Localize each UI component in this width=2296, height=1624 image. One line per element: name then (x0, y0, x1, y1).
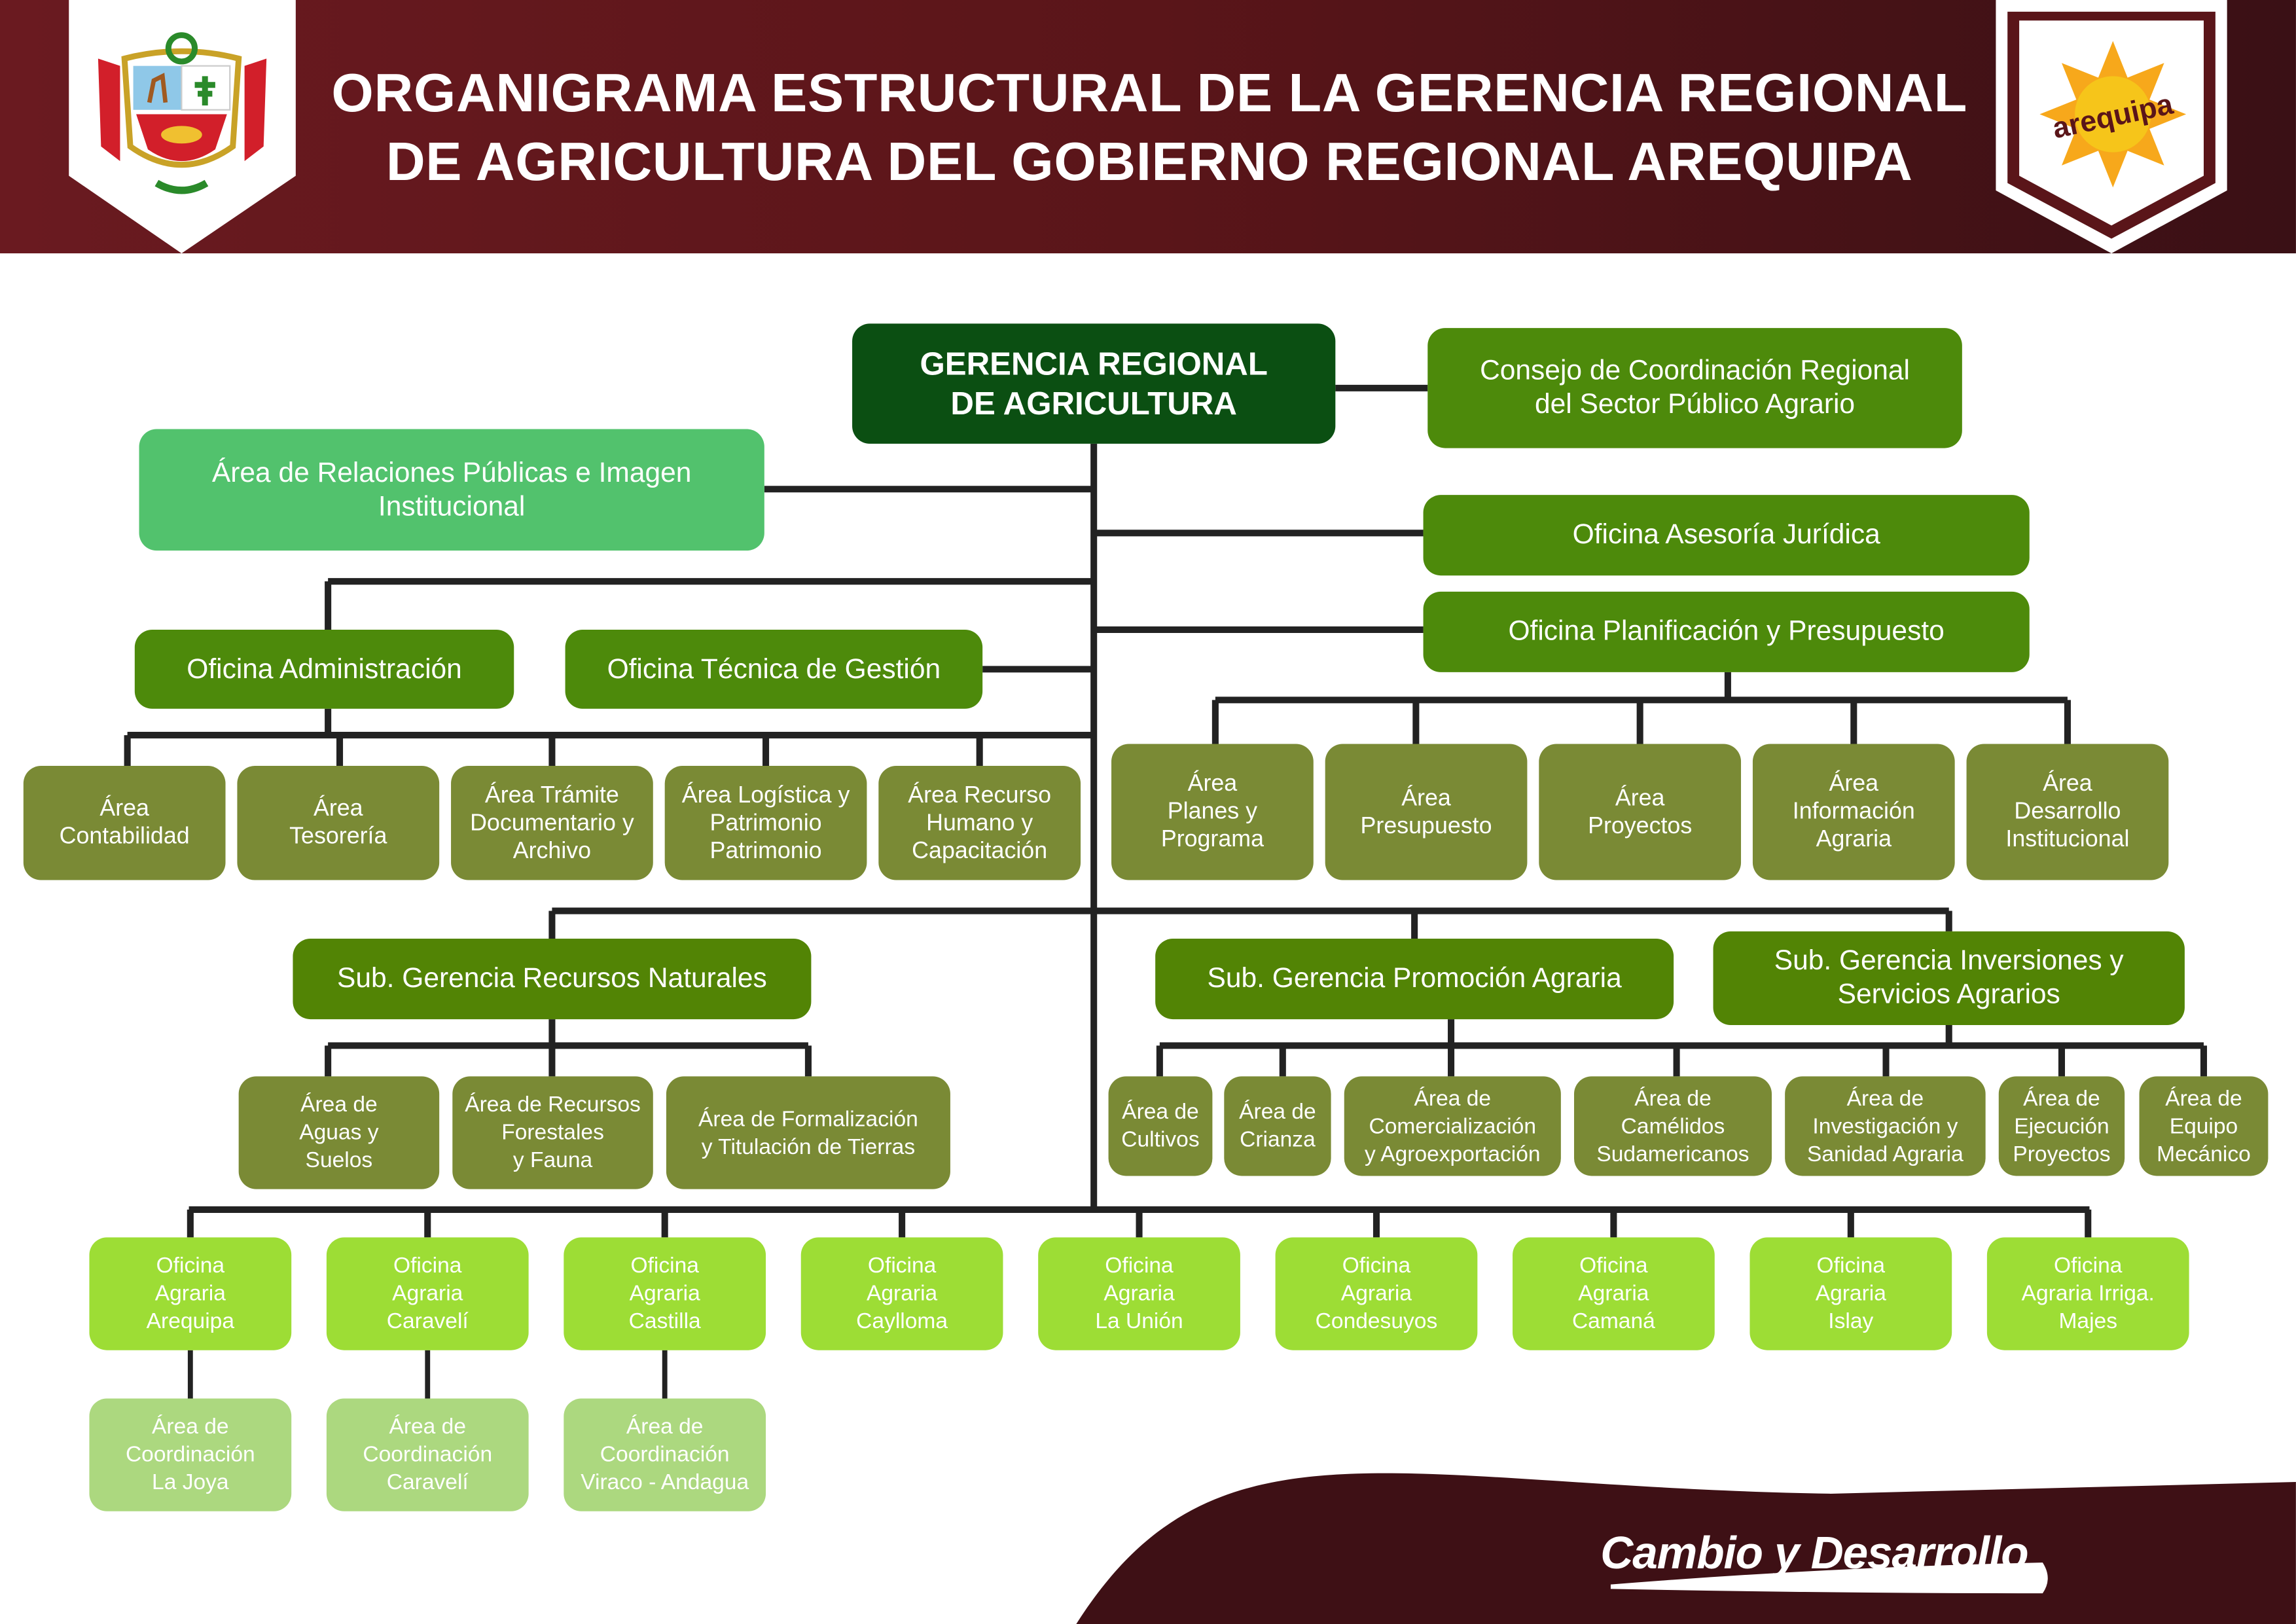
recursos-area-node: Área de Aguas y Suelos (238, 1076, 440, 1189)
oficina-agraria-node: Oficina Agraria Condesuyos (1275, 1237, 1478, 1350)
oficina-administracion-node: Oficina Administración (134, 629, 514, 709)
sub-gerencia-promocion-node: Sub. Gerencia Promoción Agraria (1155, 939, 1674, 1020)
oficina-agraria-node: Oficina Agraria La Unión (1038, 1237, 1240, 1350)
consejo-coordinacion-node: Consejo de Coordinación Regional del Sec… (1427, 328, 1962, 448)
header-banner: ORGANIGRAMA ESTRUCTURAL DE LA GERENCIA R… (0, 0, 2296, 254)
oficina-agraria-node: Oficina Agraria Castilla (564, 1237, 766, 1350)
oficina-tecnica-node: Oficina Técnica de Gestión (565, 629, 983, 709)
promocion-area-node: Área de Ejecución Proyectos (1998, 1076, 2125, 1176)
tagline: Cambio y Desarrollo (1600, 1527, 2028, 1579)
oficina-agraria-node: Oficina Agraria Arequipa (89, 1237, 292, 1350)
title-line-2: DE AGRICULTURA DEL GOBIERNO REGIONAL ARE… (386, 132, 1913, 192)
recursos-area-node: Área de Recursos Forestales y Fauna (452, 1076, 653, 1189)
oficina-agraria-node: Oficina Agraria Irriga. Majes (1986, 1237, 2189, 1350)
admin-area-node: Área Trámite Documentario y Archivo (451, 766, 653, 880)
area-coordinacion-node: Área de Coordinación La Joya (89, 1398, 292, 1511)
relaciones-publicas-node: Área de Relaciones Públicas e Imagen Ins… (139, 429, 764, 551)
area-coordinacion-node: Área de Coordinación Caravelí (326, 1398, 529, 1511)
arequipa-logo: arequipa (1996, 0, 2227, 254)
gerencia-regional-node: GERENCIA REGIONAL DE AGRICULTURA (852, 323, 1336, 444)
admin-area-node: Área Logística y Patrimonio Patrimonio (664, 766, 867, 880)
promocion-area-node: Área de Camélidos Sudamericanos (1573, 1076, 1772, 1176)
promocion-area-node: Área de Comercialización y Agroexportaci… (1344, 1076, 1561, 1176)
page-title: ORGANIGRAMA ESTRUCTURAL DE LA GERENCIA R… (308, 58, 1992, 196)
peru-coat-of-arms-logo (69, 0, 296, 254)
promocion-area-node: Área de Investigación y Sanidad Agraria (1785, 1076, 1986, 1176)
area-coordinacion-node: Área de Coordinación Viraco - Andagua (564, 1398, 766, 1511)
title-line-1: ORGANIGRAMA ESTRUCTURAL DE LA GERENCIA R… (331, 63, 1967, 123)
admin-area-node: Área Recurso Humano y Capacitación (878, 766, 1081, 880)
promocion-area-node: Área de Equipo Mecánico (2139, 1076, 2269, 1176)
sub-gerencia-recursos-node: Sub. Gerencia Recursos Naturales (293, 939, 812, 1020)
plan-area-node: Área Presupuesto (1325, 744, 1528, 880)
oficina-agraria-node: Oficina Agraria Caravelí (326, 1237, 529, 1350)
plan-area-node: Área Proyectos (1539, 744, 1742, 880)
recursos-area-node: Área de Formalización y Titulación de Ti… (666, 1076, 950, 1189)
promocion-area-node: Área de Crianza (1224, 1076, 1331, 1176)
oficina-agraria-node: Oficina Agraria Islay (1749, 1237, 1952, 1350)
sub-gerencia-inversiones-node: Sub. Gerencia Inversiones y Servicios Ag… (1713, 931, 2185, 1026)
oficina-agraria-node: Oficina Agraria Camaná (1513, 1237, 1715, 1350)
plan-area-node: Área Desarrollo Institucional (1966, 744, 2169, 880)
promocion-area-node: Área de Cultivos (1108, 1076, 1213, 1176)
planificacion-presupuesto-node: Oficina Planificación y Presupuesto (1423, 591, 2030, 672)
admin-area-node: Área Tesorería (237, 766, 440, 880)
admin-area-node: Área Contabilidad (23, 766, 226, 880)
oficina-agraria-node: Oficina Agraria Caylloma (800, 1237, 1003, 1350)
asesoria-juridica-node: Oficina Asesoría Jurídica (1423, 495, 2030, 576)
plan-area-node: Área Información Agraria (1752, 744, 1955, 880)
plan-area-node: Área Planes y Programa (1111, 744, 1314, 880)
